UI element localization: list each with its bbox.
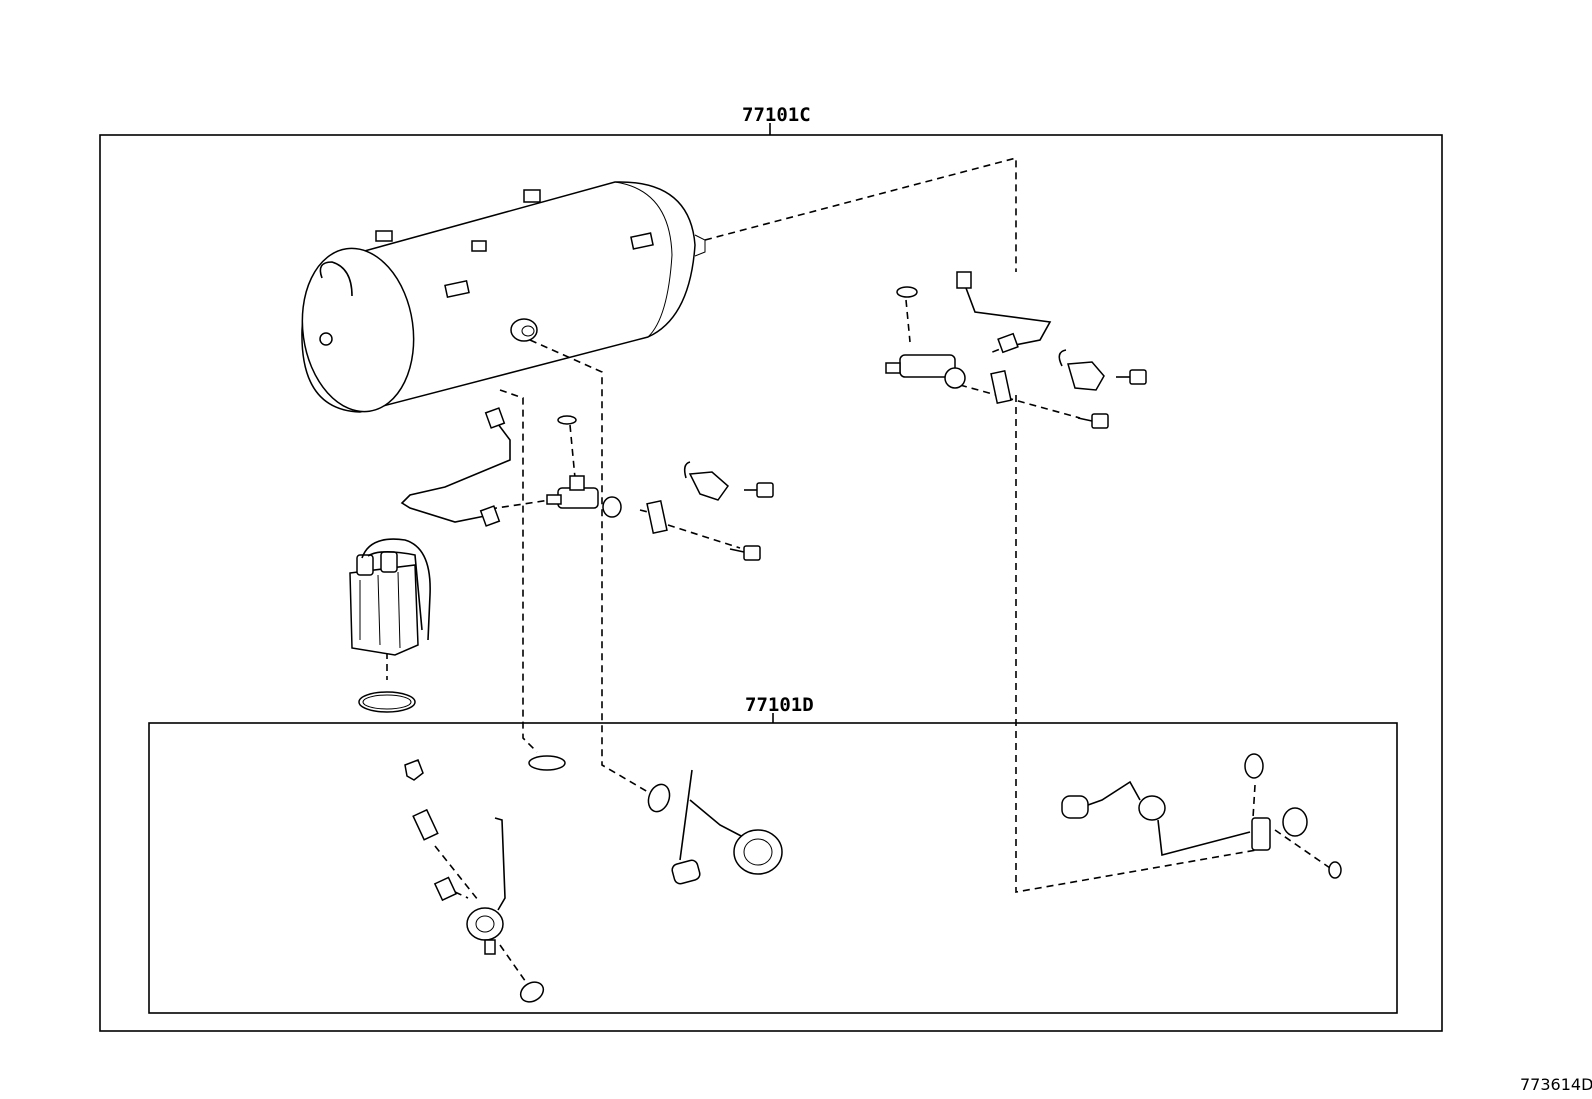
fuel-sender-gauge-center — [400, 407, 774, 561]
fuel-pump — [349, 538, 431, 713]
callout-77101D: 77101D — [745, 694, 814, 716]
callout-77101C: 77101C — [742, 104, 811, 126]
assembly-frame-upper — [99, 134, 1443, 1032]
leader-lines — [386, 156, 1331, 986]
fuel-sender-gauge-right — [885, 271, 1147, 429]
diagram-reference-code: 773614D — [1520, 1075, 1592, 1094]
lower-frame-parts — [404, 753, 1342, 1003]
fuel-tank — [301, 181, 706, 413]
